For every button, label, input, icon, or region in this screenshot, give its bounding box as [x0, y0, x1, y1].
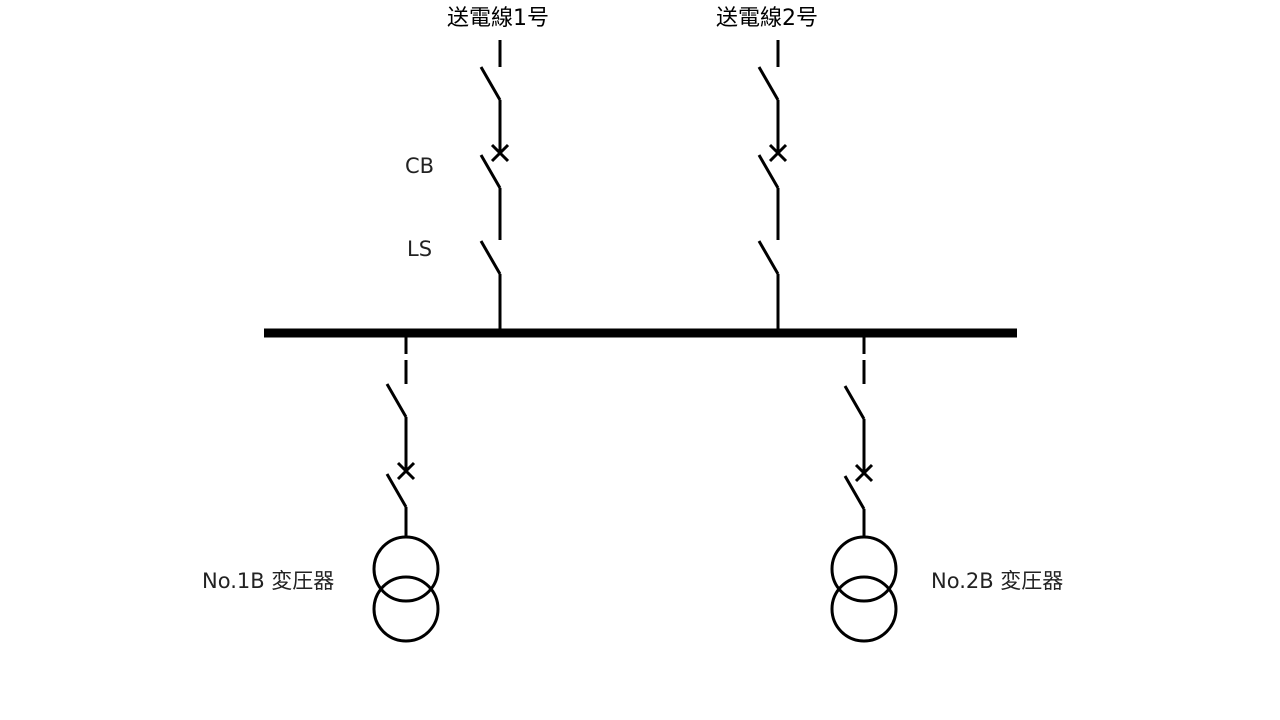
feeder-2-breaker-blade [757, 154, 780, 189]
breaker-label: CB [405, 154, 435, 178]
transformer-1-bay [372, 336, 440, 643]
transformer-1-disconnector-blade [385, 383, 408, 418]
feeder-2-title: 送電線2号 [716, 6, 818, 31]
transformer-2-breaker-mark [854, 463, 874, 483]
feeder-1-breaker-blade [479, 154, 502, 189]
feeder-1-bay [479, 40, 510, 330]
feeder-2-line-switch-blade [757, 240, 780, 275]
feeder-2-breaker-mark [768, 143, 788, 163]
feeder-1-title: 送電線1号 [447, 6, 549, 31]
transformer-2-breaker-blade [843, 475, 866, 510]
transformer-2-label: No.2B 変圧器 [931, 569, 1064, 593]
feeder-1-breaker-mark [490, 143, 510, 163]
transformer-1-primary-winding [372, 535, 440, 603]
transformer-1-breaker-mark [396, 461, 416, 481]
transformer-2-bay [830, 336, 898, 643]
line-switch-label: LS [407, 237, 433, 261]
feeder-2-bay [757, 40, 788, 330]
transformer-2-secondary-winding [830, 575, 898, 643]
feeder-1-line-switch-blade [479, 240, 502, 275]
feeder-2-disconnector-blade [757, 66, 780, 101]
transformer-1-secondary-winding [372, 575, 440, 643]
transformer-2-primary-winding [830, 535, 898, 603]
feeder-1-disconnector-blade [479, 66, 502, 101]
transformer-2-disconnector-blade [843, 385, 866, 420]
transformer-1-label: No.1B 変圧器 [202, 569, 335, 593]
transformer-1-breaker-blade [385, 473, 408, 508]
